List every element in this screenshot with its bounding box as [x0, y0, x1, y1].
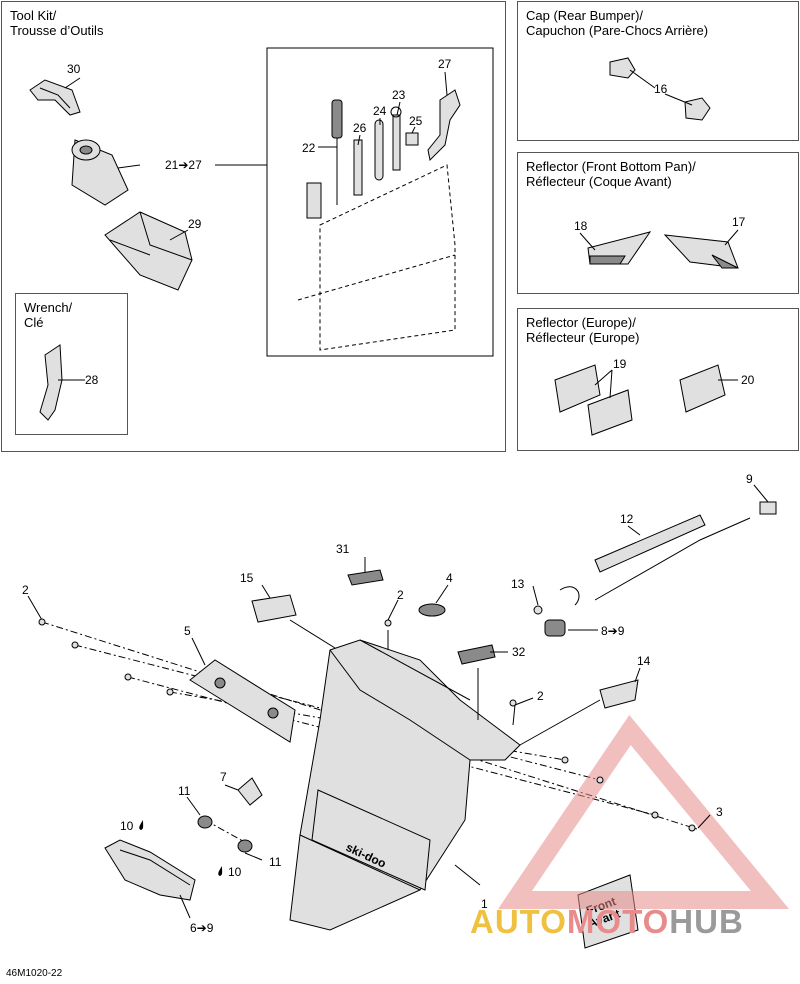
tool-26-bit — [353, 139, 363, 196]
leader-lines — [27, 69, 769, 919]
callout-18: 18 — [574, 219, 588, 233]
callout-7: 7 — [220, 770, 227, 784]
callout-23: 23 — [392, 88, 406, 102]
cap-box: Cap (Rear Bumper)/ Capuchon (Pare-Chocs … — [517, 1, 799, 141]
callout-26: 26 — [353, 121, 367, 135]
callout-24: 24 — [373, 104, 387, 118]
cap-title: Cap (Rear Bumper)/ Capuchon (Pare-Chocs … — [526, 8, 709, 38]
callout-29: 29 — [188, 217, 202, 231]
bulb-socket-8-9 — [544, 586, 580, 637]
callout-31: 31 — [336, 542, 350, 556]
callout-20: 20 — [741, 373, 755, 387]
tool-roll-icon — [71, 139, 129, 206]
oil-drop-icon — [218, 866, 223, 876]
reflector-europe-title: Reflector (Europe)/ Réflecteur (Europe) — [526, 315, 640, 345]
callout-27: 27 — [438, 57, 452, 71]
taillight-6-9 — [104, 839, 196, 901]
callout-13: 13 — [511, 577, 525, 591]
wrench-box: Wrench/ Clé — [15, 293, 128, 435]
reflector-19b — [587, 389, 633, 436]
callout-11-top: 11 — [178, 784, 191, 798]
callout-17: 17 — [732, 215, 746, 229]
reflector-18 — [587, 231, 652, 265]
flap-1-body — [289, 639, 521, 931]
callout-10-top: 10 — [120, 819, 134, 833]
toolkit-title: Tool Kit/ Trousse d’Outils — [10, 8, 104, 38]
callout-4: 4 — [446, 571, 453, 585]
decal-31 — [347, 569, 384, 586]
callout-32: 32 — [512, 645, 526, 659]
callout-1: 1 — [481, 897, 488, 911]
decal-32 — [457, 644, 496, 665]
callout-12: 12 — [620, 512, 634, 526]
wire-harness-12 — [594, 501, 777, 601]
reflector-14 — [599, 679, 639, 709]
tool-25-socket — [405, 132, 419, 146]
tool-23-wrench — [390, 106, 402, 171]
reflector-front-box: Reflector (Front Bottom Pan)/ Réflecteur… — [517, 152, 799, 294]
reflector-17 — [663, 234, 739, 269]
tool-22-screwdriver — [306, 99, 343, 219]
callout-2-right: 2 — [537, 689, 544, 703]
watermark-auto: AUTO — [470, 903, 567, 940]
watermark-moto: MOTO — [566, 903, 670, 940]
bulb-7 — [237, 777, 263, 806]
callout-9: 9 — [746, 472, 753, 486]
reflector-15 — [251, 594, 297, 623]
callout-5: 5 — [184, 624, 191, 638]
tool-24-key — [374, 119, 384, 181]
watermark-triangle — [498, 714, 790, 909]
callout-19: 19 — [613, 357, 627, 371]
tool-28-wrench — [39, 344, 63, 421]
cap-16-pieces — [609, 57, 711, 121]
wrench-title: Wrench/ Clé — [24, 300, 73, 330]
callout-6-9: 6➔9 — [190, 921, 214, 935]
tool-29-case — [104, 211, 193, 291]
grommet-11b — [237, 839, 253, 853]
callout-15: 15 — [240, 571, 254, 585]
reflector-20 — [679, 364, 726, 413]
callout-30: 30 — [67, 62, 81, 76]
grommet-11a — [197, 815, 213, 829]
fasteners — [38, 605, 696, 832]
diagram-code: 46M1020-22 — [6, 968, 63, 979]
reflector-19a — [554, 364, 601, 413]
callout-11-bottom: 11 — [269, 855, 282, 869]
callout-10-bottom: 10 — [228, 865, 242, 879]
watermark-hub: HUB — [669, 903, 744, 940]
bracket-5 — [189, 659, 296, 743]
callout-14: 14 — [637, 654, 651, 668]
tool-bag-frame — [266, 47, 494, 357]
cap-4 — [418, 603, 446, 617]
tool-30-clip — [29, 79, 81, 116]
oil-drop-icon — [139, 820, 144, 830]
reflector-front-title: Reflector (Front Bottom Pan)/ Réflecteur… — [526, 159, 696, 189]
callout-8-9: 8➔9 — [601, 624, 625, 638]
callout-16: 16 — [654, 82, 668, 96]
callout-22: 22 — [302, 141, 316, 155]
callout-25: 25 — [409, 114, 423, 128]
callout-2-left: 2 — [22, 583, 29, 597]
callout-28: 28 — [85, 373, 99, 387]
tool-27-puller — [427, 89, 461, 162]
callout-21-27: 21➔27 — [165, 158, 202, 172]
callout-2-top: 2 — [397, 588, 404, 602]
callout-3: 3 — [716, 805, 723, 819]
watermark: AUTOMOTOHUB — [470, 903, 744, 941]
